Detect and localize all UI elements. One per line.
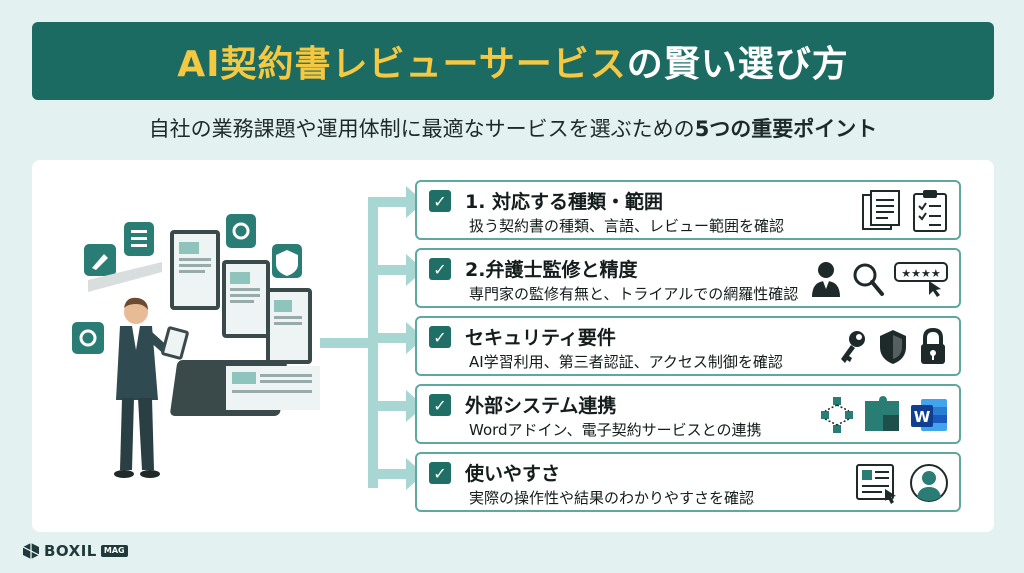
lawyer-icon: [812, 262, 840, 297]
rating-icon: ★★★★: [894, 262, 948, 297]
title-bar: AI契約書レビューサービスの賢い選び方: [32, 22, 994, 100]
page-title: AI契約書レビューサービスの賢い選び方: [177, 35, 849, 87]
point-icons: W: [819, 392, 949, 438]
point-card-usability: ✓ 使いやすさ 実際の操作性や結果のわかりやすさを確認: [415, 452, 961, 512]
point-description: 専門家の監修有無と、トライアルでの網羅性確認: [469, 285, 799, 303]
point-title: セキュリティ要件: [465, 327, 616, 349]
rating-stars: ★★★★: [901, 267, 941, 280]
point-card-range: ✓ 1. 対応する種類・範囲 扱う契約書の種類、言語、レビュー範囲を確認: [415, 180, 961, 240]
point-card-integration: ✓ 外部システム連携 Wordアドイン、電子契約サービスとの連携 W: [415, 384, 961, 444]
check-icon: ✓: [429, 394, 451, 416]
point-description: AI学習利用、第三者認証、アクセス制御を確認: [469, 353, 783, 371]
subtitle-emphasis: 5つの重要ポイント: [694, 117, 878, 141]
point-icons: [855, 460, 949, 506]
point-description: 実際の操作性や結果のわかりやすさを確認: [469, 489, 755, 507]
shield-icon: [880, 330, 906, 364]
network-icon: [821, 397, 853, 433]
subtitle-lead: 自社の業務課題や運用体制に最適なサービスを選ぶための: [148, 117, 695, 141]
point-title: 使いやすさ: [465, 463, 561, 485]
word-icon: W: [911, 399, 947, 431]
tablet-documents-illustration: [170, 230, 320, 416]
businessman-illustration: [72, 214, 320, 478]
point-icons: [861, 188, 949, 234]
point-card-security: ✓ セキュリティ要件 AI学習利用、第三者認証、アクセス制御を確認: [415, 316, 961, 376]
point-description: 扱う契約書の種類、言語、レビュー範囲を確認: [469, 217, 785, 235]
logo-badge: MAG: [100, 545, 128, 557]
boxil-mag-logo: BOXIL MAG: [22, 540, 128, 562]
lock-icon: [921, 327, 945, 364]
point-title: 外部システム連携: [465, 395, 617, 417]
check-icon: ✓: [429, 258, 451, 280]
magnifier-icon: [853, 263, 884, 296]
title-accent: AI契約書レビューサービス: [177, 44, 627, 85]
check-icon: ✓: [429, 190, 451, 212]
point-description: Wordアドイン、電子契約サービスとの連携: [469, 421, 762, 439]
bracket-arrows: [320, 186, 424, 490]
word-letter: W: [914, 408, 931, 426]
user-icon: [910, 464, 948, 502]
check-icon: ✓: [429, 326, 451, 348]
profile-card-icon: [856, 464, 896, 504]
key-icon: [841, 331, 865, 363]
point-title: 2.弁護士監修と精度: [465, 259, 638, 281]
logo-name: BOXIL: [44, 542, 97, 560]
title-rest: の賢い選び方: [626, 44, 849, 85]
boxil-logo-icon: [22, 543, 40, 559]
puzzle-icon: [865, 396, 899, 431]
floating-icons: [72, 214, 302, 354]
businessman: [114, 297, 189, 478]
documents-icon: [862, 190, 900, 230]
check-icon: ✓: [429, 462, 451, 484]
point-icons: ★★★★: [809, 256, 949, 302]
point-title: 1. 対応する種類・範囲: [465, 191, 664, 213]
point-icons: [837, 324, 949, 370]
checklist-icon: [913, 190, 947, 232]
subtitle: 自社の業務課題や運用体制に最適なサービスを選ぶための5つの重要ポイント: [32, 113, 994, 143]
point-card-lawyer-accuracy: ✓ 2.弁護士監修と精度 専門家の監修有無と、トライアルでの網羅性確認 ★★★★: [415, 248, 961, 308]
